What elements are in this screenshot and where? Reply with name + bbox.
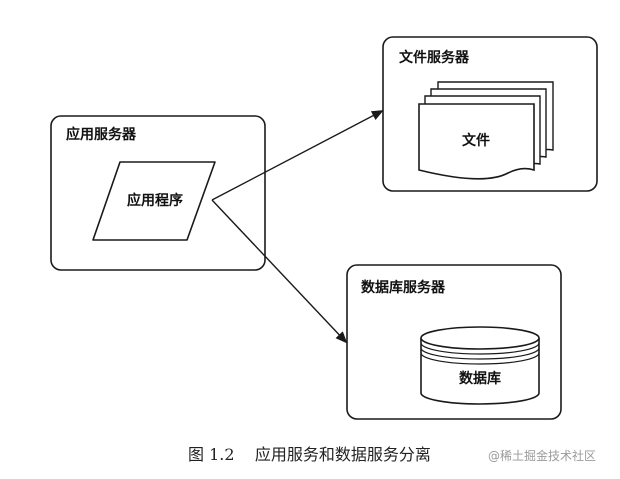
file-server-title: 文件服务器 (399, 49, 470, 66)
app-server-box: 应用服务器 应用程序 (50, 115, 266, 271)
app-program-label: 应用程序 (127, 192, 183, 209)
figure-caption: 图 1.2 应用服务和数据服务分离 (188, 445, 431, 464)
database-cylinder-icon: 数据库 (420, 326, 540, 405)
app-server-title: 应用服务器 (66, 126, 137, 143)
db-server-box: 数据库服务器 数据库 (346, 264, 562, 420)
db-server-title: 数据库服务器 (361, 279, 446, 296)
arrow-to-db-server (211, 199, 348, 344)
db-label: 数据库 (459, 370, 501, 387)
arrow-to-file-server (211, 110, 384, 201)
file-label: 文件 (462, 132, 490, 149)
watermark: @稀土掘金技术社区 (488, 448, 596, 463)
file-server-box: 文件服务器 文件 (382, 36, 598, 192)
file-stack-icon: 文件 (418, 81, 554, 180)
app-program-shape: 应用程序 (92, 161, 216, 241)
